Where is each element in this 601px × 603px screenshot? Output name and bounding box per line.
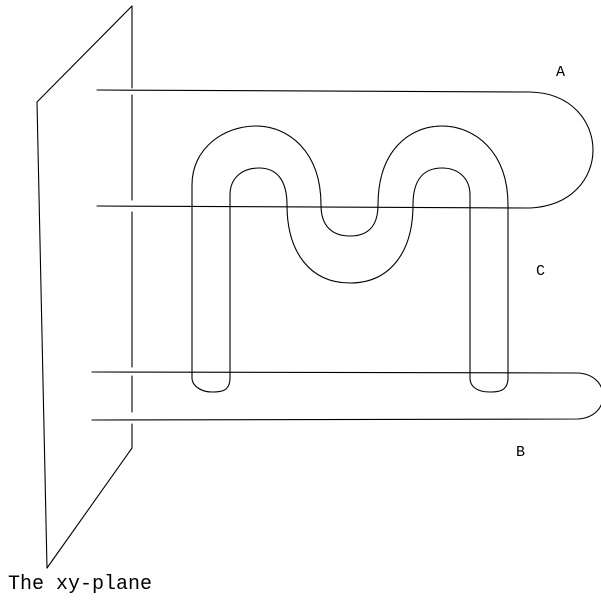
band-a [96, 89, 594, 209]
plane-bottom-edge [46, 447, 133, 569]
plane-top-edge [36, 5, 133, 103]
band-c-outer-contour [191, 125, 509, 393]
label-b: B [516, 444, 525, 461]
label-c: C [536, 263, 545, 280]
xy-plane [36, 5, 133, 569]
plane-left-edge [36, 101, 48, 569]
plane-caption: The xy-plane [8, 573, 152, 596]
band-c [191, 125, 509, 393]
label-a: A [556, 64, 565, 81]
band-b [91, 371, 601, 421]
